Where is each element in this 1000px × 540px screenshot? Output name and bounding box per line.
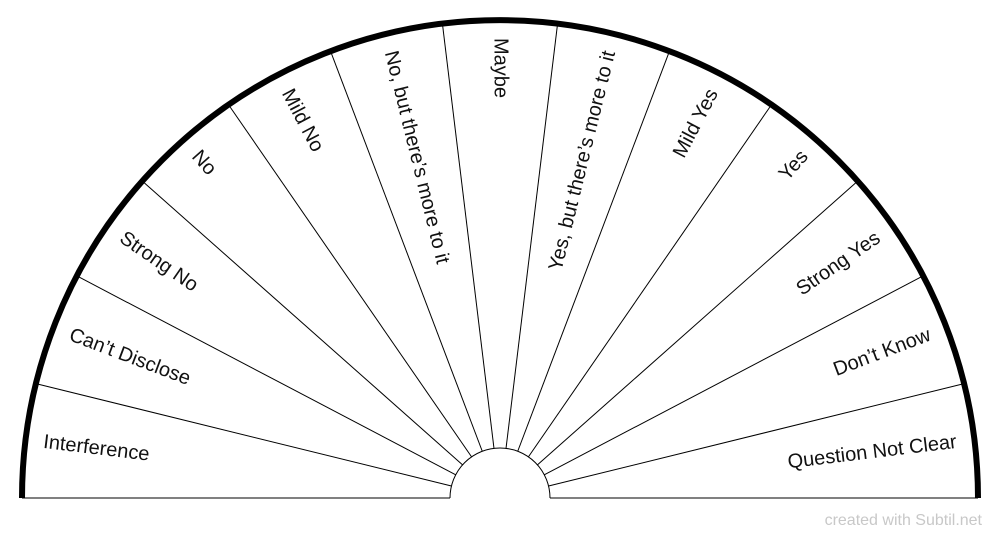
hub-arc bbox=[449, 447, 551, 499]
segment-label-7: Yes, but there’s more to it bbox=[545, 48, 620, 273]
segment-label-3: No bbox=[187, 146, 220, 180]
segment-label-2: Strong No bbox=[116, 227, 203, 296]
segment-divider bbox=[141, 180, 463, 466]
segment-divider bbox=[228, 104, 473, 458]
segment-label-12: Question Not Clear bbox=[786, 431, 958, 473]
outer-arc bbox=[19, 17, 981, 499]
segment-divider bbox=[505, 23, 559, 449]
segment-label-0: Interference bbox=[42, 431, 151, 466]
segment-label-8: Mild Yes bbox=[669, 85, 723, 161]
segment-label-4: Mild No bbox=[277, 85, 328, 155]
segment-label-9: Yes bbox=[775, 146, 813, 185]
segment-label-10: Strong Yes bbox=[792, 227, 884, 300]
segment-label-1: Can’t Disclose bbox=[66, 324, 193, 390]
watermark-text: created with Subtil.net bbox=[824, 512, 982, 529]
segment-divider bbox=[76, 275, 456, 476]
segment-label-11: Don’t Know bbox=[830, 324, 934, 381]
segment-divider bbox=[527, 104, 772, 458]
segment-divider bbox=[548, 383, 965, 487]
segment-divider bbox=[35, 383, 452, 487]
segment-divider bbox=[441, 23, 495, 449]
segment-divider bbox=[330, 50, 483, 452]
segment-label-5: No, but there’s more to it bbox=[380, 49, 454, 267]
segment-label-6: Maybe bbox=[490, 38, 512, 98]
segment-divider bbox=[537, 180, 859, 466]
segment-divider bbox=[517, 50, 670, 452]
segment-divider bbox=[544, 275, 924, 476]
